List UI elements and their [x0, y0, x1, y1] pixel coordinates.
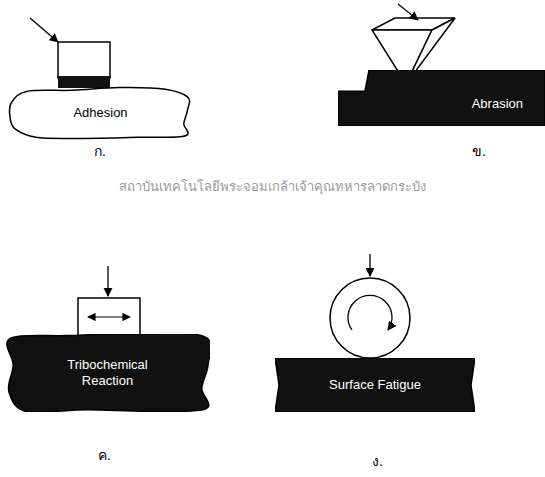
node-label: Surface Fatigue — [329, 377, 421, 393]
fatigue-body: Surface Fatigue — [275, 358, 475, 412]
panel-label: ข. — [472, 140, 486, 162]
sliding-block — [78, 266, 140, 336]
node-label: Abrasion — [472, 96, 523, 112]
node-label: Tribochemical Reaction — [53, 357, 163, 390]
tribochemical-body: Tribochemical Reaction — [5, 334, 210, 412]
adhesion-body: Adhesion — [8, 86, 193, 140]
adhesion-slider — [30, 18, 110, 88]
panel-label: ก. — [94, 140, 106, 162]
node-label: Adhesion — [73, 105, 127, 121]
panel-label: ง. — [372, 450, 383, 472]
rolling-ball — [330, 254, 410, 358]
panel-label: ค. — [98, 444, 111, 466]
watermark: สถาบันเทคโนโลยีพระจอมเกล้าเจ้าคุณทหารลาด… — [119, 176, 426, 197]
abrasion-body: Abrasion — [338, 70, 545, 126]
